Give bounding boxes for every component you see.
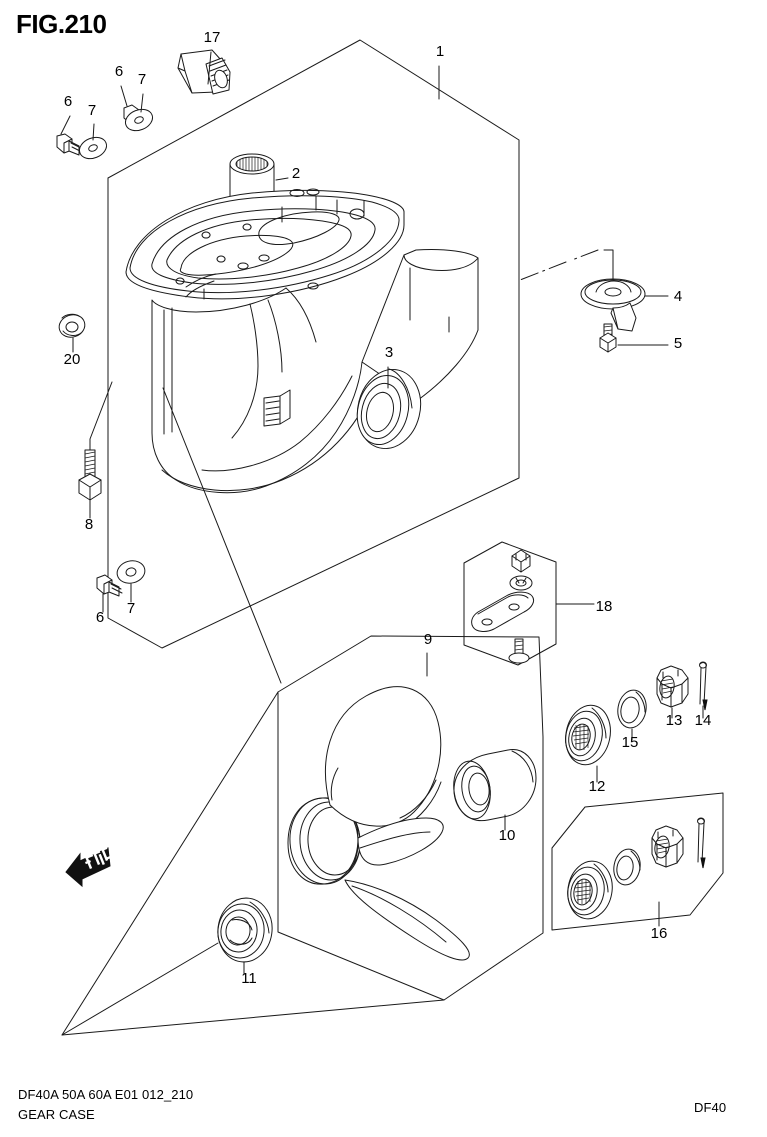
callout-bolt-upper-left: 6 [64,93,72,110]
part-11-thrust-washer [217,897,273,963]
part-7-washer-lower [116,560,146,584]
part-7-washer-upper [124,108,154,132]
part-17-grommet [177,49,231,95]
callout-propeller-group-box: 9 [424,631,432,648]
center-line [519,249,599,281]
part-15-washer [617,689,647,729]
footer-section-name: GEAR CASE [18,1107,95,1122]
callout-washer-upper-left: 7 [88,102,96,119]
callout-cotter-pin: 14 [695,712,712,729]
group-box-18 [463,541,557,666]
callout-washer-lower-left: 7 [127,600,135,617]
callout-propeller-hardware-kit-box: 16 [651,925,668,942]
callout-water-tube-grommet: 17 [204,29,221,46]
callout-bolt-lower-left: 6 [96,609,104,626]
part-14-cotter-pin [699,661,708,711]
callout-propeller-nut-set-washer: 12 [589,778,606,795]
group-box-16 [551,792,724,931]
callout-anode-plate: 4 [674,288,682,305]
callout-thrust-washer: 11 [241,970,257,987]
callout-propeller-shaft-bushing: 2 [292,165,300,182]
gear-case-lower-body [151,249,479,494]
part-3-bearing [356,368,422,450]
part-5-anode-bolt [599,323,617,353]
part-9-propeller [287,686,470,961]
fwd-arrow-icon [65,846,112,888]
part-4-anode [580,278,646,332]
gear-case-upper-housing [125,188,405,300]
callout-washer-upper: 7 [138,71,146,88]
part-12-spacer-set [565,704,611,766]
assembly-leader-lines [61,387,445,1036]
part-16-contents [567,817,706,920]
callout-drain-plug: 20 [64,351,81,368]
callout-oil-seal-bearing: 3 [385,344,393,361]
callout-bolt-upper: 6 [115,63,123,80]
group-box-9 [277,635,544,1001]
callout-trim-tab-bolt: 8 [85,516,93,533]
callout-anode-bolt: 5 [674,335,682,352]
part-6-bolt-left [56,133,83,156]
part-13-castle-nut [656,665,689,708]
part-7-washer-left [78,136,108,160]
part-20-drain-plug [58,313,86,338]
callout-spacer: 10 [499,827,516,844]
group-box-1 [107,39,520,649]
part-6-bolt-lower [96,574,123,597]
callout-gear-case-assembly-box: 1 [436,43,444,60]
callout-castle-nut: 13 [666,712,683,729]
callout-washer: 15 [622,734,639,751]
footer-model-code: DF40A 50A 60A E01 012_210 [18,1087,194,1102]
part-10-spacer [453,749,537,822]
part-8-bolt [78,449,102,501]
page-title: FIG.210 [16,9,107,39]
callout-anode-kit-box: 18 [596,598,613,615]
part-18-contents [471,549,535,664]
footer-engine-code: DF40 [694,1100,727,1115]
